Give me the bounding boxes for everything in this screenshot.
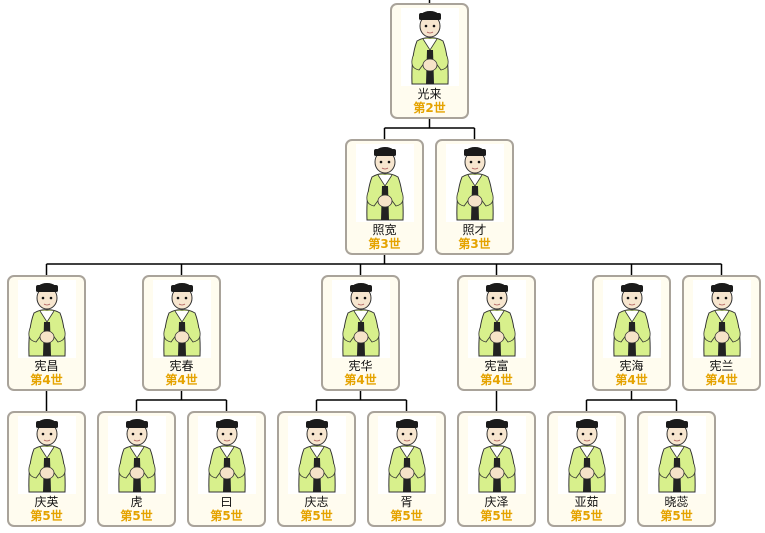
person-card-hu[interactable]: 虎第5世 [97,411,176,527]
ancestor-portrait-icon [332,280,390,358]
person-name: 照宽 [372,223,397,237]
person-name: 庆英 [34,495,59,509]
ancestor-portrait-icon [198,416,256,494]
person-name: 光来 [417,87,442,101]
ancestor-portrait-icon [648,416,706,494]
person-card-xianchun[interactable]: 宪春第4世 [142,275,221,391]
generation-label: 第5世 [120,509,153,523]
person-card-xianfu[interactable]: 宪富第4世 [457,275,536,391]
generation-label: 第5世 [480,509,513,523]
person-name: 照才 [462,223,487,237]
generation-label: 第5世 [390,509,423,523]
ancestor-portrait-icon [378,416,436,494]
person-name: 宪兰 [709,359,734,373]
generation-label: 第4世 [30,373,63,387]
person-card-xiaorui[interactable]: 晓蕊第5世 [637,411,716,527]
generation-label: 第4世 [344,373,377,387]
generation-label: 第3世 [368,237,401,251]
generation-label: 第4世 [705,373,738,387]
generation-label: 第4世 [480,373,513,387]
ancestor-portrait-icon [693,280,751,358]
ancestor-portrait-icon [401,8,459,86]
ancestor-portrait-icon [18,280,76,358]
person-card-xianchang[interactable]: 宪昌第4世 [7,275,86,391]
ancestor-portrait-icon [288,416,346,494]
person-name: 宪富 [484,359,509,373]
ancestor-portrait-icon [468,416,526,494]
person-card-xu[interactable]: 胥第5世 [367,411,446,527]
generation-label: 第5世 [210,509,243,523]
person-name: 宪春 [169,359,194,373]
ancestor-portrait-icon [153,280,211,358]
person-card-yaru[interactable]: 亚茹第5世 [547,411,626,527]
person-name: 亚茹 [574,495,599,509]
generation-label: 第4世 [165,373,198,387]
ancestor-portrait-icon [468,280,526,358]
generation-label: 第4世 [615,373,648,387]
ancestor-portrait-icon [603,280,661,358]
ancestor-portrait-icon [356,144,414,222]
person-name: 庆志 [304,495,329,509]
person-name: 晓蕊 [664,495,689,509]
person-name: 宪华 [348,359,373,373]
person-card-guanglai[interactable]: 光来第2世 [390,3,469,119]
person-card-xianhua[interactable]: 宪华第4世 [321,275,400,391]
person-name: 曰 [220,495,233,509]
person-card-qingze[interactable]: 庆泽第5世 [457,411,536,527]
person-name: 虎 [130,495,143,509]
person-name: 胥 [400,495,413,509]
generation-label: 第5世 [30,509,63,523]
person-name: 宪海 [619,359,644,373]
person-card-xianlan[interactable]: 宪兰第4世 [682,275,761,391]
generation-label: 第3世 [458,237,491,251]
generation-label: 第2世 [413,101,446,115]
generation-label: 第5世 [300,509,333,523]
ancestor-portrait-icon [558,416,616,494]
generation-label: 第5世 [660,509,693,523]
person-name: 宪昌 [34,359,59,373]
ancestor-portrait-icon [108,416,166,494]
person-card-xianhai[interactable]: 宪海第4世 [592,275,671,391]
person-card-qingying[interactable]: 庆英第5世 [7,411,86,527]
person-card-yue[interactable]: 曰第5世 [187,411,266,527]
ancestor-portrait-icon [18,416,76,494]
person-card-zhaocai[interactable]: 照才第3世 [435,139,514,255]
person-name: 庆泽 [484,495,509,509]
ancestor-portrait-icon [446,144,504,222]
person-card-qingzhi[interactable]: 庆志第5世 [277,411,356,527]
generation-label: 第5世 [570,509,603,523]
person-card-zhaokuan[interactable]: 照宽第3世 [345,139,424,255]
